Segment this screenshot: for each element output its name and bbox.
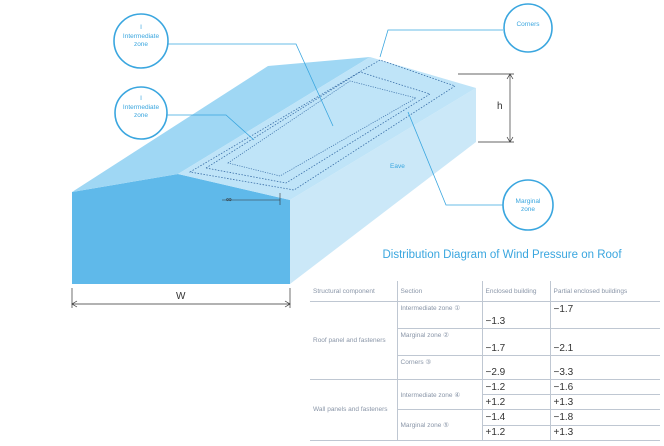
table-row: Corners ③ −2.9 −3.3 bbox=[310, 355, 660, 380]
wind-pressure-table: Structural component Section Enclosed bu… bbox=[310, 281, 660, 441]
enclosed-value: −1.2 bbox=[481, 378, 551, 396]
svg-text:I: I bbox=[140, 24, 142, 31]
section-cell: Marginal zone ② bbox=[397, 328, 483, 356]
callout-marginal: Marginal zone bbox=[502, 179, 554, 231]
leader-intermediate-top bbox=[168, 43, 334, 127]
enclosed-value: −2.9 bbox=[481, 355, 551, 380]
roof-right-slope bbox=[178, 57, 476, 200]
partial-value: +1.3 bbox=[549, 394, 660, 411]
enclosed-value: −1.7 bbox=[481, 328, 551, 356]
callout-intermediate-left: I Intermediate zone bbox=[114, 86, 168, 140]
partial-value: −1.7 bbox=[549, 301, 660, 329]
svg-text:I: I bbox=[140, 95, 142, 102]
svg-text:zone: zone bbox=[134, 41, 148, 48]
enclosed-value: +1.2 bbox=[482, 424, 551, 441]
leader-corners bbox=[379, 29, 503, 58]
svg-text:Intermediate: Intermediate bbox=[123, 33, 160, 40]
table-row: +1.2 +1.3 bbox=[310, 394, 660, 411]
table-row: +1.2 +1.3 bbox=[310, 424, 660, 441]
callout-corners: Corners bbox=[503, 3, 553, 53]
width-dimension bbox=[71, 288, 291, 308]
table-row: Marginal zone ② −1.7 −2.1 bbox=[310, 328, 660, 356]
header-partial-enclosed: Partial enclosed buildings bbox=[549, 281, 660, 302]
diagram-title: Distribution Diagram of Wind Pressure on… bbox=[382, 249, 622, 261]
svg-text:Marginal: Marginal bbox=[516, 198, 541, 205]
svg-text:Corners: Corners bbox=[516, 21, 540, 28]
section-cell: Corners ③ bbox=[397, 355, 483, 380]
width-label: W bbox=[176, 291, 186, 302]
partial-value: −1.6 bbox=[549, 378, 660, 396]
callout-intermediate-top: I Intermediate zone bbox=[113, 13, 169, 69]
leader-intermediate-left bbox=[166, 114, 255, 141]
edge-dimension bbox=[222, 193, 281, 205]
section-cell: Intermediate zone ④ bbox=[396, 378, 483, 411]
side-wall bbox=[290, 88, 476, 284]
roof-group-label: Roof panel and fasteners bbox=[310, 301, 398, 380]
partial-value: −3.3 bbox=[549, 355, 660, 380]
intermediate-zone-outline bbox=[204, 71, 431, 184]
height-label: h bbox=[497, 101, 503, 112]
leader-marginal bbox=[407, 111, 503, 206]
header-section: Section bbox=[396, 281, 483, 302]
header-structural-component: Structural component bbox=[310, 281, 398, 302]
front-wall bbox=[72, 174, 290, 284]
svg-text:zone: zone bbox=[134, 112, 148, 119]
marginal-zone-outline bbox=[188, 59, 456, 191]
header-enclosed-building: Enclosed building bbox=[481, 281, 551, 302]
section-cell: Marginal zone ⑤ bbox=[397, 409, 483, 441]
svg-text:Intermediate: Intermediate bbox=[123, 104, 160, 111]
edge-label: ∞ bbox=[226, 195, 232, 204]
enclosed-value: −1.4 bbox=[481, 409, 551, 426]
intermediate-zone-inner bbox=[227, 80, 417, 177]
wall-group-label: Wall panels and fasteners bbox=[310, 379, 398, 441]
table-row: Wall panels and fasteners Intermediate z… bbox=[310, 378, 660, 441]
table-row: Marginal zone ⑤ −1.4 −1.8 bbox=[310, 409, 660, 441]
partial-value: −1.8 bbox=[549, 409, 660, 426]
roof-left-slope bbox=[72, 57, 370, 192]
height-dimension bbox=[458, 73, 514, 143]
enclosed-value: +1.2 bbox=[482, 394, 551, 411]
enclosed-value: −1.3 bbox=[481, 301, 551, 329]
section-cell: Intermediate zone ① bbox=[396, 301, 483, 329]
partial-value: −2.1 bbox=[549, 328, 660, 356]
table-row: Roof panel and fasteners Intermediate zo… bbox=[310, 301, 660, 380]
svg-text:zone: zone bbox=[521, 206, 535, 213]
eave-label: Eave bbox=[390, 163, 405, 170]
partial-value: +1.3 bbox=[549, 424, 660, 441]
table-header-row: Structural component Section Enclosed bu… bbox=[310, 281, 660, 302]
